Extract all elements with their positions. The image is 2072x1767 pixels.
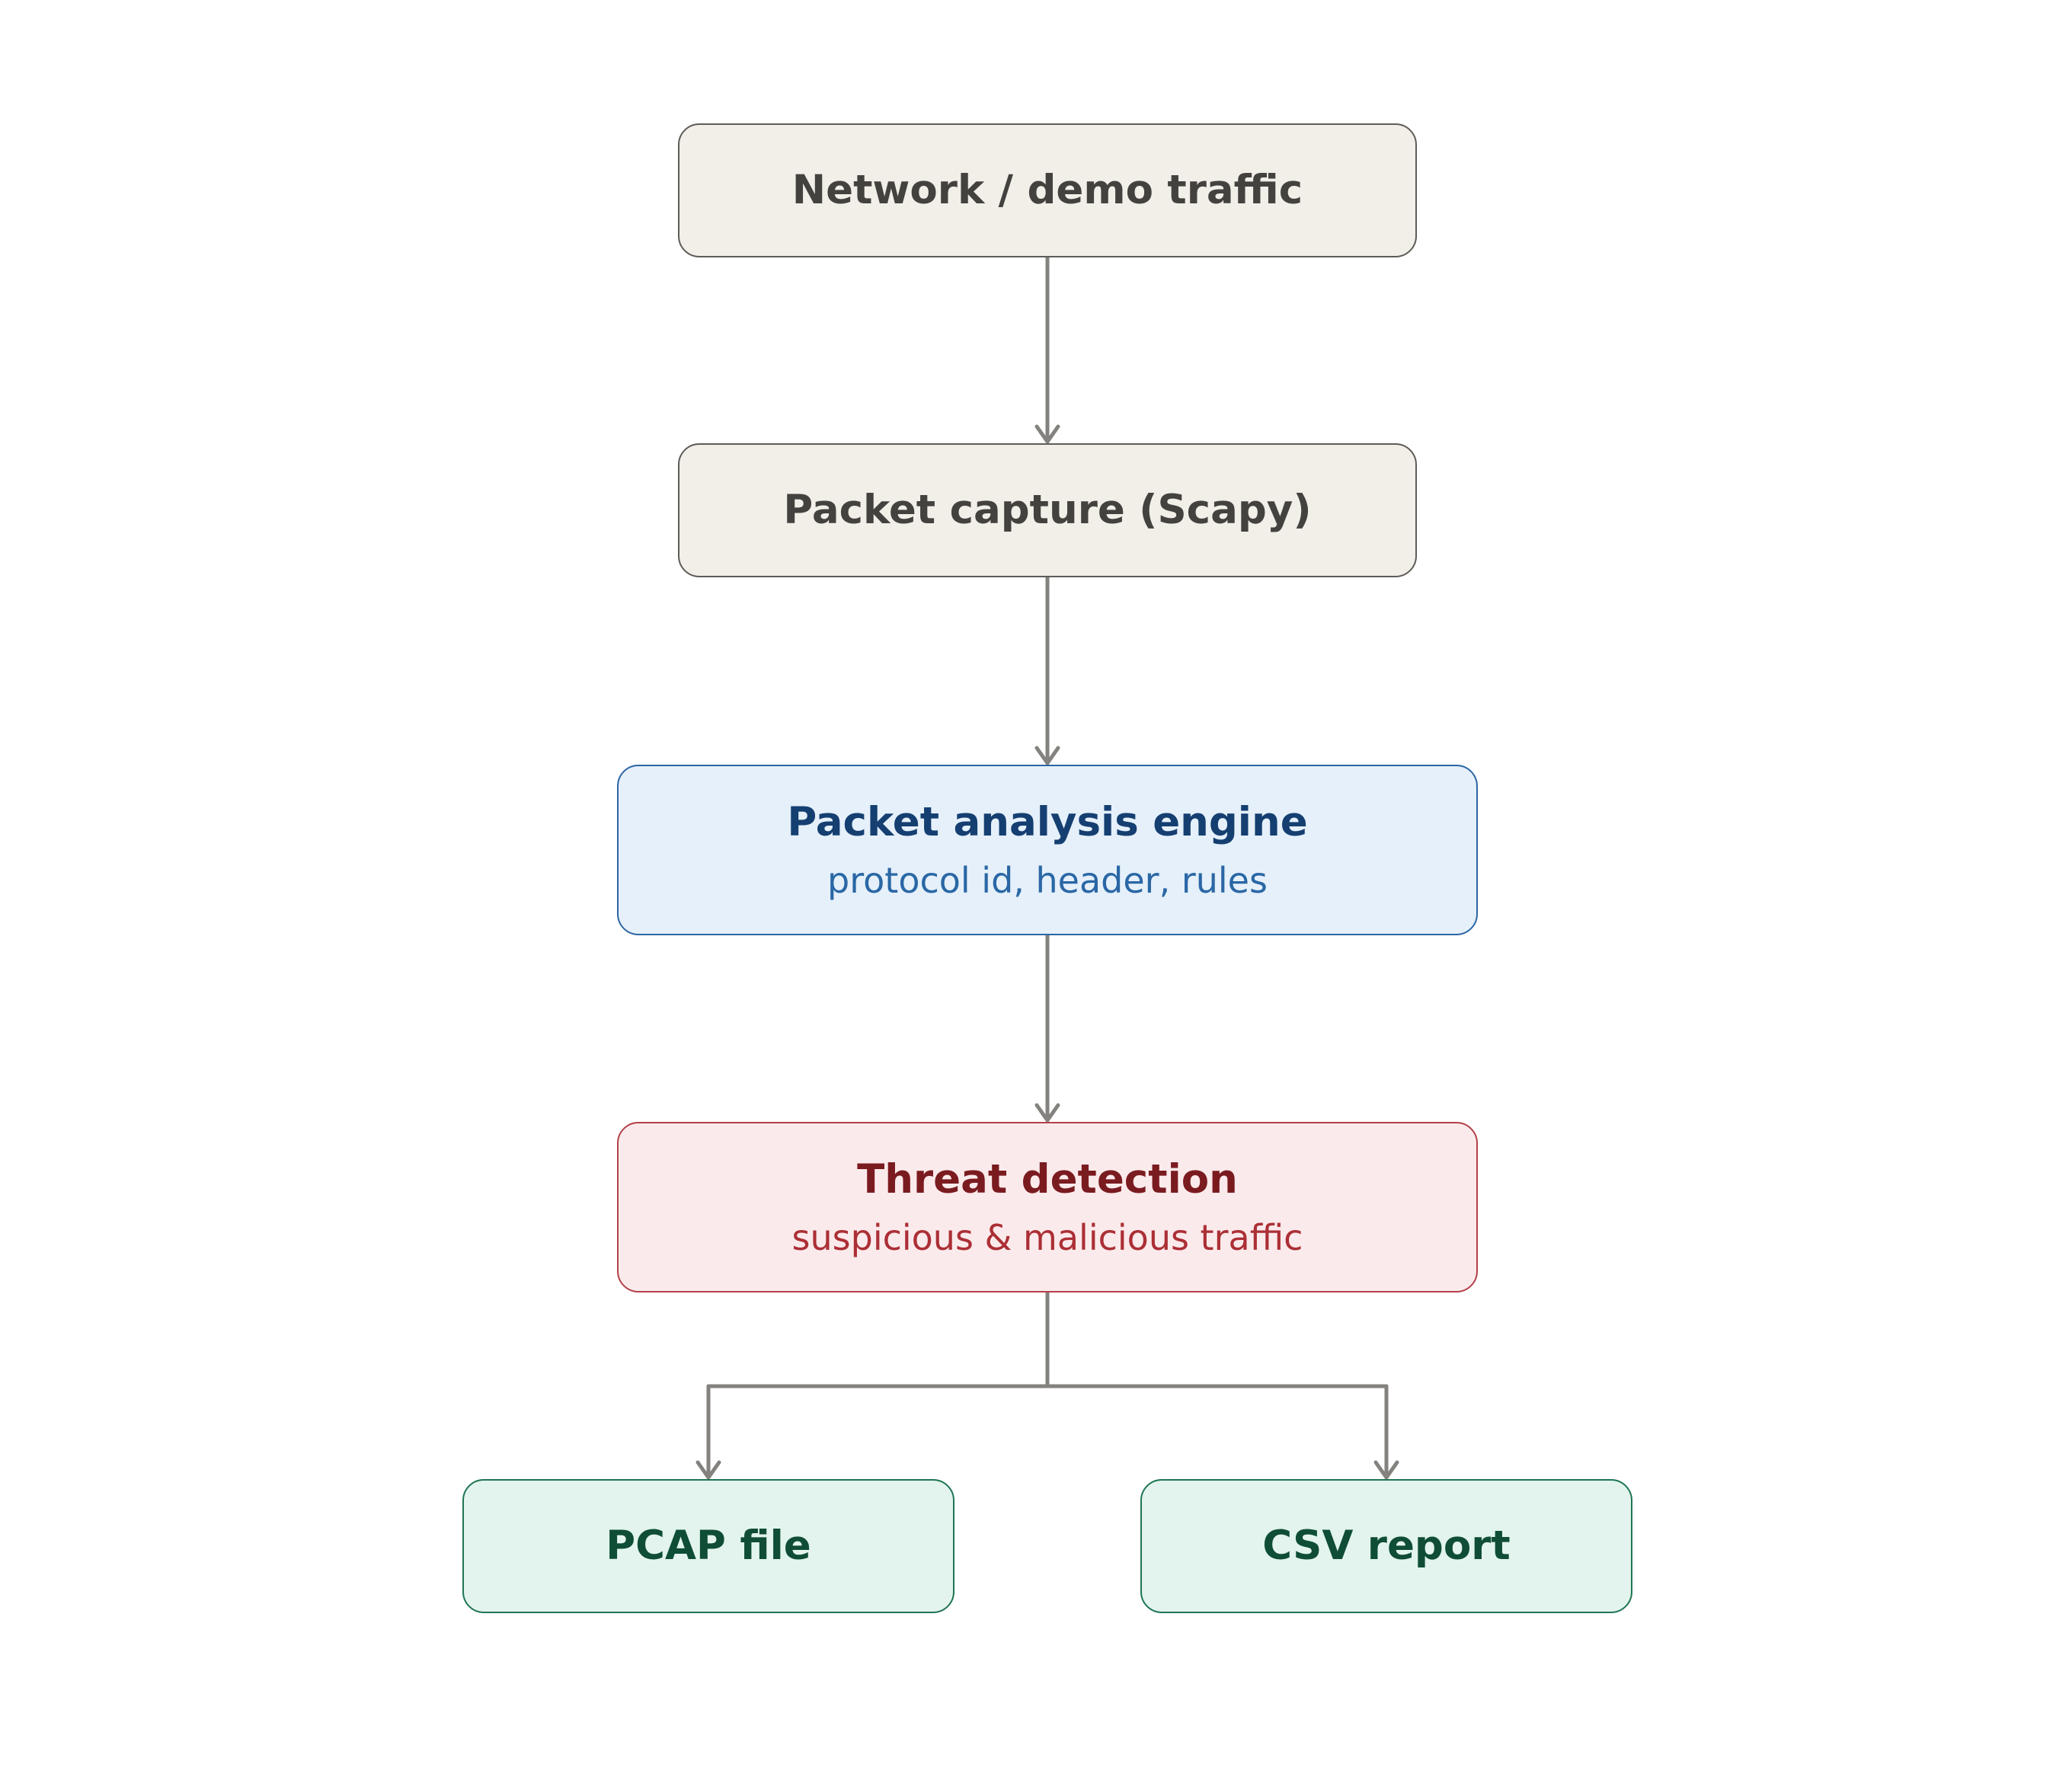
node-title: PCAP file	[606, 1522, 811, 1569]
node-subtitle: suspicious & malicious traffic	[791, 1216, 1303, 1258]
node-title: Packet analysis engine	[787, 798, 1308, 845]
node-title: Packet capture (Scapy)	[783, 486, 1312, 533]
node-title: CSV report	[1262, 1522, 1511, 1569]
arrowhead-capture	[1034, 424, 1060, 444]
arrowhead-threat	[1034, 1103, 1060, 1123]
arrowhead-pcap	[695, 1460, 721, 1480]
node-csv-report: CSV report	[1140, 1479, 1632, 1613]
node-network-traffic: Network / demo traffic	[678, 123, 1417, 257]
arrowhead-analysis	[1034, 746, 1060, 765]
node-packet-capture: Packet capture (Scapy)	[678, 443, 1417, 577]
node-title: Network / demo traffic	[791, 166, 1303, 213]
node-pcap-file: PCAP file	[462, 1479, 954, 1613]
node-subtitle: protocol id, header, rules	[827, 859, 1268, 901]
arrowhead-csv	[1373, 1460, 1399, 1480]
node-title: Threat detection	[857, 1155, 1238, 1203]
node-threat-detection: Threat detection suspicious & malicious …	[617, 1122, 1478, 1292]
node-packet-analysis-engine: Packet analysis engine protocol id, head…	[617, 765, 1478, 935]
